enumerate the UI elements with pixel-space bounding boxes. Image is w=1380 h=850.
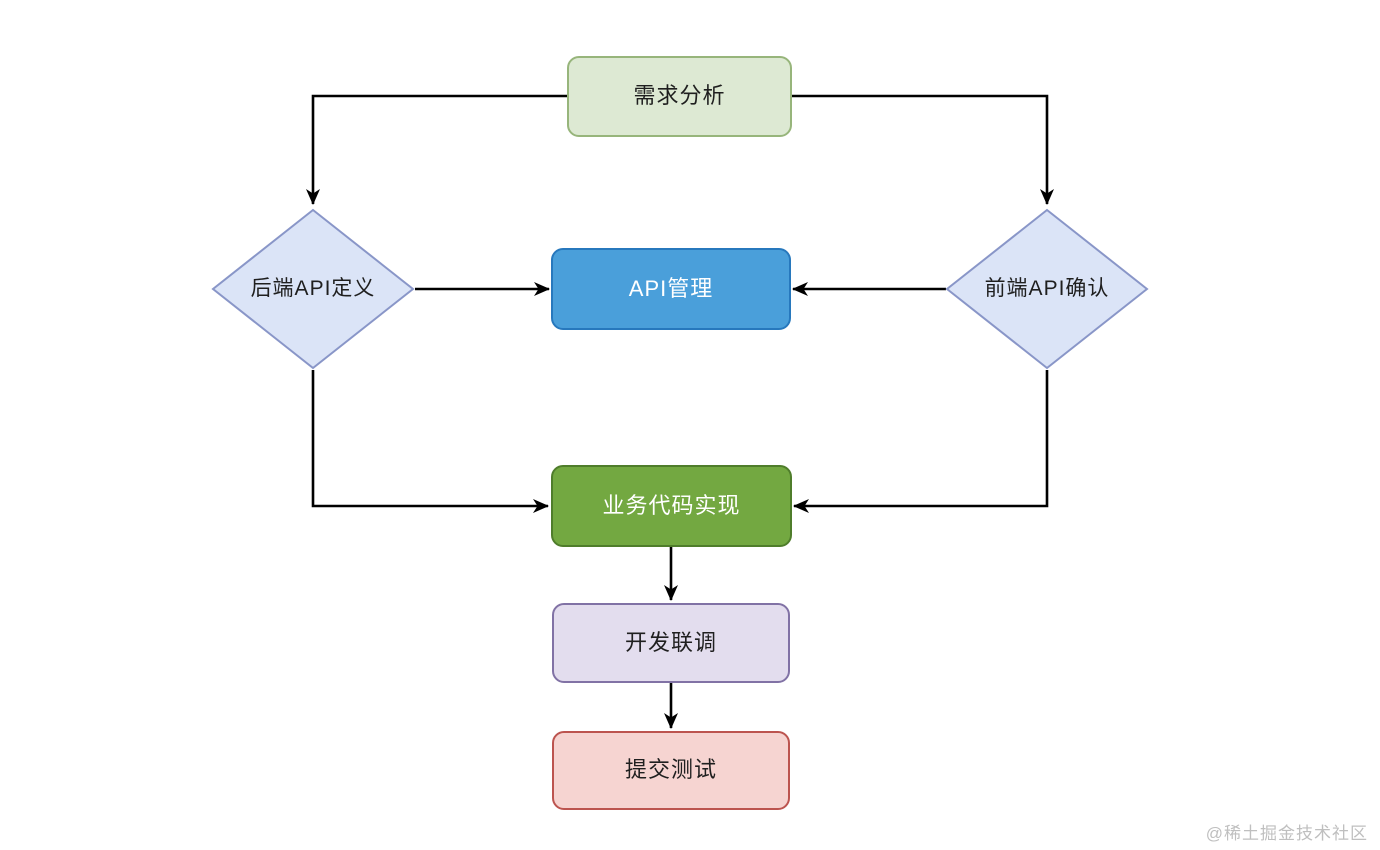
node-requirements-label: 需求分析: [633, 83, 726, 109]
edge-requirements-to-frontend-api: [792, 94, 1054, 205]
node-joint-debugging-label: 开发联调: [624, 629, 717, 655]
node-backend-api: 后端API定义: [211, 208, 415, 370]
node-backend-api-label: 后端API定义: [250, 277, 376, 301]
node-submit-testing: 提交测试: [552, 731, 790, 810]
edge-frontend-api-to-business-code: [793, 370, 1049, 513]
node-api-management: API管理: [551, 248, 791, 330]
node-frontend-api-label: 前端API确认: [984, 277, 1110, 301]
node-business-code-label: 业务代码实现: [602, 492, 741, 518]
diamond-shape: [945, 208, 1149, 370]
node-frontend-api: 前端API确认: [945, 208, 1149, 370]
node-requirements: 需求分析: [567, 56, 792, 137]
node-api-management-label: API管理: [628, 275, 714, 301]
edge-requirements-to-backend-api: [306, 94, 567, 205]
node-joint-debugging: 开发联调: [552, 603, 790, 683]
watermark: @稀土掘金技术社区: [1205, 824, 1368, 843]
node-business-code: 业务代码实现: [551, 465, 792, 547]
diamond-shape: [211, 208, 415, 370]
edge-backend-api-to-business-code: [311, 370, 549, 513]
node-submit-testing-label: 提交测试: [624, 757, 717, 783]
